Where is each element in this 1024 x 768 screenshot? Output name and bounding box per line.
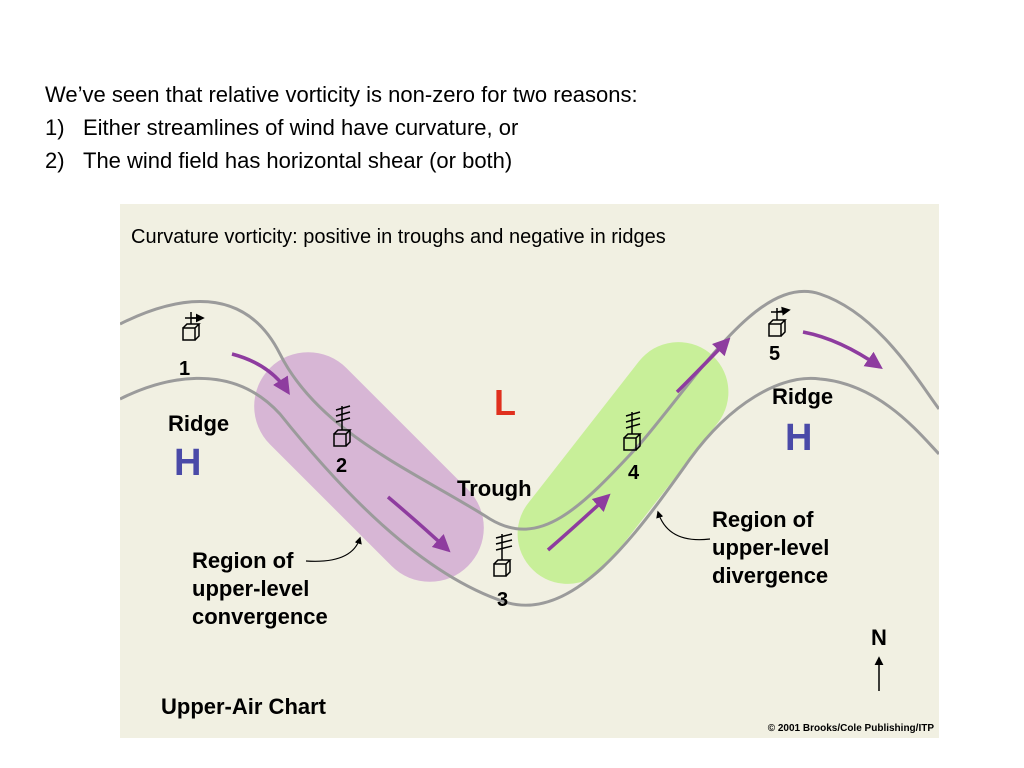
cube-icon [333,429,352,447]
intro-line: We’ve seen that relative vorticity is no… [45,82,638,107]
convergence-region [254,352,484,582]
flow-arrow [386,495,451,553]
chart-background [120,204,939,738]
trough-label: Trough [457,476,532,501]
chart-title: Upper-Air Chart [161,694,327,719]
streamline-lower [120,376,939,607]
wind-barb-icon [185,312,205,324]
station-5-label: 5 [769,343,780,365]
station-1-symbol: 1 [179,312,205,380]
wind-barb-icon [495,533,513,560]
station-4-symbol: 4 [623,411,642,484]
upper-air-chart-svg: Curvature vorticity: positive in troughs… [120,204,939,738]
wind-barb-icon [625,411,641,434]
flow-arrow [802,330,883,370]
flow-arrow [546,493,611,552]
station-4-label: 4 [628,462,640,484]
station-2-label: 2 [336,455,347,477]
reason-2-number: 2) [45,148,65,173]
convergence-label-line: upper-level [192,576,309,601]
station-3-label: 3 [497,589,508,611]
divergence-label-line: divergence [712,563,828,588]
north-label: N [871,625,887,650]
cube-icon [768,319,787,337]
divergence-label: Region of upper-level divergence [712,507,836,588]
cube-icon [493,559,512,577]
upper-air-chart-figure: Curvature vorticity: positive in troughs… [120,204,939,738]
divergence-label-line: Region of [712,507,814,532]
reason-2-text: The wind field has horizontal shear (or … [83,148,513,173]
high-pressure-left-label: H [174,442,201,484]
wind-barb-icon [335,405,351,430]
convergence-label-line: convergence [192,604,328,629]
convergence-pointer [305,536,362,562]
low-pressure-label: L [494,382,516,423]
flow-arrow [675,337,731,394]
reason-1-text: Either streamlines of wind have curvatur… [83,115,519,140]
cube-icon [623,433,642,451]
streamline-upper [120,290,939,531]
figure-caption: Curvature vorticity: positive in troughs… [131,226,666,248]
copyright-notice: © 2001 Brooks/Cole Publishing/ITP [768,723,935,734]
divergence-pointer [656,510,711,541]
ridge-right-label: Ridge [772,384,833,409]
station-3-symbol: 3 [493,533,513,611]
reason-1: 1) Either streamlines of wind have curvat… [45,111,638,144]
divergence-label-line: upper-level [712,535,829,560]
flow-arrow [231,352,290,395]
flow-arrows [231,330,883,553]
high-pressure-right-label: H [785,417,812,459]
intro-text: We’ve seen that relative vorticity is no… [45,78,638,177]
station-2-symbol: 2 [333,405,352,477]
reason-2: 2) The wind field has horizontal shear (o… [45,144,638,177]
cube-icon [182,323,201,341]
station-5-symbol: 5 [768,306,791,365]
convergence-label: Region of upper-level convergence [192,548,328,629]
wind-barb-icon [771,306,791,320]
station-1-label: 1 [179,358,190,380]
reason-1-number: 1) [45,115,65,140]
convergence-label-line: Region of [192,548,294,573]
ridge-left-label: Ridge [168,411,229,436]
